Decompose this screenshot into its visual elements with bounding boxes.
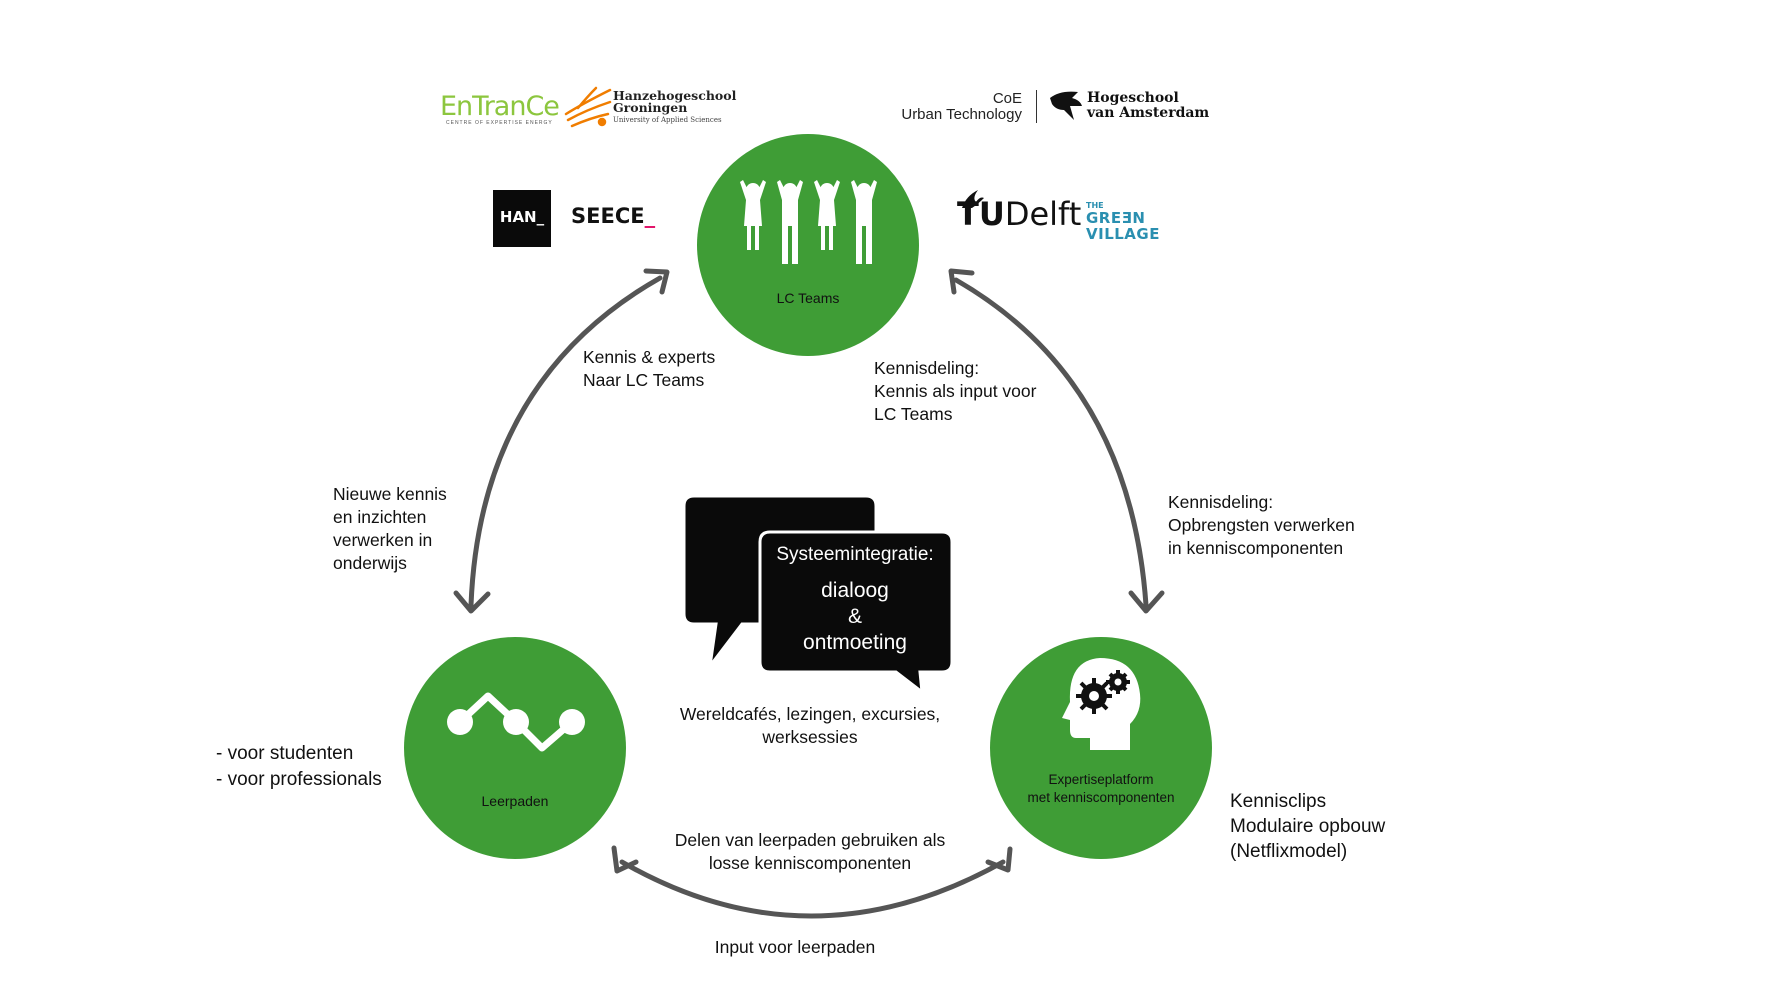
greenvillage-line3: VILLAGE bbox=[1086, 225, 1160, 243]
label-kennisclips-line1: Kennisclips bbox=[1230, 791, 1327, 812]
seece-text: SEECE bbox=[571, 204, 645, 228]
hva-line2: van Amsterdam bbox=[1087, 105, 1210, 121]
seece-logo: SEECE_ bbox=[571, 204, 655, 228]
leerpaden-label: Leerpaden bbox=[481, 793, 549, 809]
leerpaden-node bbox=[404, 637, 626, 859]
path-nodes-icon bbox=[447, 692, 585, 752]
label-input: Input voor leerpaden bbox=[714, 937, 876, 957]
entrance-tagline: CENTRE OF EXPERTISE ENERGY bbox=[446, 120, 553, 126]
seece-underscore: _ bbox=[644, 204, 656, 228]
coe-line1: CoE bbox=[992, 90, 1022, 107]
expertise-label: Expertiseplatform met kenniscomponenten bbox=[990, 771, 1212, 807]
arrowhead-leerpaden-bottom bbox=[611, 845, 639, 874]
expertise-label-line1: Expertiseplatform bbox=[1048, 772, 1154, 787]
greenvillage-line2: GREƎN bbox=[1086, 209, 1146, 227]
lc-teams-label: LC Teams bbox=[776, 290, 840, 306]
label-nieuwe-kennis: Nieuwe kennis en inzichten verwerken in … bbox=[333, 483, 447, 575]
label-delen-line2: losse kenniscomponenten bbox=[708, 853, 912, 873]
hva-griffin-icon bbox=[1050, 91, 1082, 120]
label-nieuwe-kennis-line1: Nieuwe kennis bbox=[333, 484, 447, 504]
tudelft-t: T bbox=[957, 195, 979, 233]
label-voor-line1: - voor studenten bbox=[216, 743, 354, 764]
bubble-line1: Systeemintegratie: bbox=[776, 544, 934, 565]
arrowhead-leerpaden-top bbox=[453, 590, 491, 614]
label-kennis-experts-line2: Naar LC Teams bbox=[583, 370, 705, 390]
hanze-flame-icon bbox=[564, 86, 612, 128]
tudelft-rest: Delft bbox=[1004, 195, 1082, 233]
label-nieuwe-kennis-line2: en inzichten bbox=[333, 507, 427, 527]
label-delen: Delen van leerpaden gebruiken als losse … bbox=[640, 829, 980, 875]
tudelft-u: U bbox=[978, 195, 1005, 233]
greenvillage-line1: THE bbox=[1086, 201, 1104, 210]
center-caption-line2: werksessies bbox=[762, 727, 858, 747]
label-kennis-experts: Kennis & experts Naar LC Teams bbox=[583, 346, 715, 392]
label-kennisdeling-top-line3: LC Teams bbox=[874, 404, 953, 424]
hanze-subtitle: University of Applied Sciences bbox=[613, 116, 722, 124]
arrow-leerpaden-expertise bbox=[619, 859, 1006, 919]
label-kennisdeling-top: Kennisdeling: Kennis als input voor LC T… bbox=[874, 357, 1036, 426]
logo-divider bbox=[1036, 90, 1037, 123]
hanze-line2: Groningen bbox=[613, 100, 688, 115]
arrow-lcteams-leerpaden bbox=[468, 275, 663, 608]
bubble-line4: ontmoeting bbox=[803, 631, 907, 654]
coe-logo: CoE Urban Technology bbox=[901, 91, 1022, 123]
label-kennisdeling-top-line2: Kennis als input voor bbox=[874, 381, 1037, 401]
han-text: HAN_ bbox=[499, 208, 545, 226]
greenvillage-logo: THE GREƎN VILLAGE bbox=[1086, 201, 1160, 242]
tudelft-flame-icon bbox=[962, 190, 984, 208]
hva-logo: Hogeschool van Amsterdam bbox=[1087, 91, 1209, 121]
arrowhead-expertise-bottom bbox=[985, 846, 1013, 873]
bubble-line3: & bbox=[847, 605, 862, 628]
lc-teams-node bbox=[697, 134, 919, 356]
hanze-logo: Hanzehogeschool Groningen bbox=[613, 88, 737, 115]
entrance-logo: EnTranCe bbox=[440, 91, 560, 122]
arrow-lcteams-expertise bbox=[953, 277, 1149, 608]
label-voor: - voor studenten - voor professionals bbox=[216, 741, 382, 793]
bubble-line2: dialoog bbox=[821, 579, 889, 602]
label-kennisdeling-right-line1: Kennisdeling: bbox=[1168, 492, 1274, 512]
expertise-label-line2: met kenniscomponenten bbox=[1027, 790, 1175, 805]
hva-line1: Hogeschool bbox=[1087, 90, 1179, 106]
label-kennisdeling-right-line2: Opbrengsten verwerken bbox=[1168, 515, 1355, 535]
people-group-icon bbox=[740, 180, 877, 264]
center-caption: Wereldcafés, lezingen, excursies, werkse… bbox=[660, 703, 960, 749]
label-kennisclips-line2: Modulaire opbouw bbox=[1230, 816, 1386, 837]
hanze-line1: Hanzehogeschool bbox=[613, 88, 737, 103]
entrance-text: EnTranCe bbox=[440, 91, 560, 122]
center-caption-line1: Wereldcafés, lezingen, excursies, bbox=[679, 704, 941, 724]
label-kennis-experts-line1: Kennis & experts bbox=[583, 347, 716, 367]
label-nieuwe-kennis-line3: verwerken in bbox=[333, 530, 433, 550]
label-nieuwe-kennis-line4: onderwijs bbox=[333, 553, 407, 573]
arrowhead-lcteams-left bbox=[643, 268, 670, 295]
han-logo: HAN_ bbox=[493, 190, 551, 247]
label-kennisdeling-right: Kennisdeling: Opbrengsten verwerken in k… bbox=[1168, 491, 1355, 560]
label-kennisclips: Kennisclips Modulaire opbouw (Netflixmod… bbox=[1230, 789, 1385, 864]
label-kennisclips-line3: (Netflixmodel) bbox=[1230, 841, 1348, 862]
head-gears-icon bbox=[1062, 658, 1141, 750]
label-kennisdeling-top-line1: Kennisdeling: bbox=[874, 358, 980, 378]
label-kennisdeling-right-line3: in kenniscomponenten bbox=[1168, 538, 1344, 558]
coe-line2: Urban Technology bbox=[901, 106, 1022, 123]
tudelft-logo: TUDelft bbox=[957, 196, 1081, 232]
arrowhead-expertise-top bbox=[1128, 590, 1165, 614]
arrowhead-lcteams-right bbox=[948, 268, 975, 295]
label-voor-line2: - voor professionals bbox=[216, 769, 382, 790]
label-delen-line1: Delen van leerpaden gebruiken als bbox=[674, 830, 946, 850]
speech-bubbles-icon bbox=[682, 494, 954, 696]
